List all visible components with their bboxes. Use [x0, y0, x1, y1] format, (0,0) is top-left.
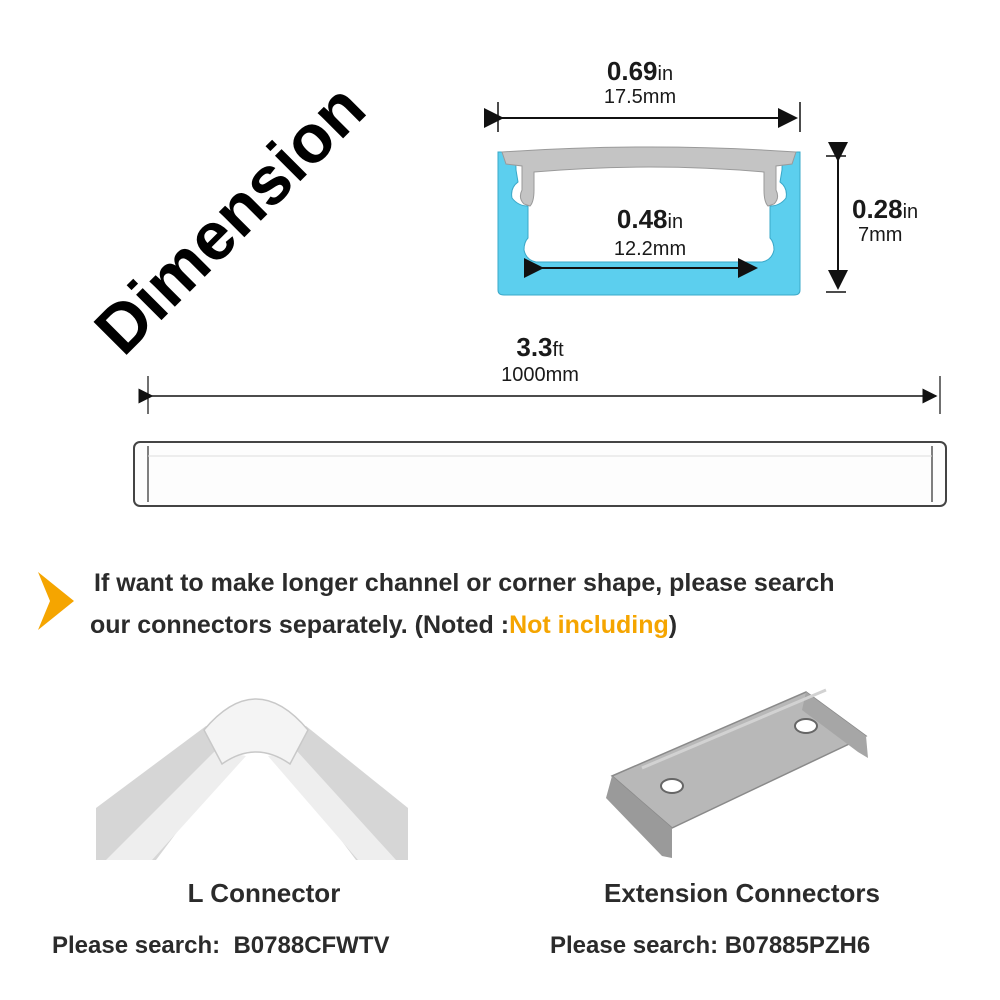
width-mm: 17.5mm: [603, 86, 677, 108]
note-line2: our connectors separately. (Noted :Not i…: [90, 604, 994, 646]
extension-connector-code: B07885PZH6: [724, 932, 871, 959]
width-unit: in: [657, 63, 674, 85]
height-label: 0.28in: [852, 194, 918, 225]
width-value: 0.69: [606, 56, 658, 86]
length-unit: ft: [552, 339, 564, 361]
l-connector-search: Please search: B0788CFWTV: [52, 932, 390, 960]
dimension-title-text: Dimension: [80, 69, 380, 369]
dimension-title: Dimension: [40, 60, 400, 369]
height-value: 0.28: [852, 194, 903, 224]
l-connector-image: [96, 698, 408, 860]
channel-bar: [133, 441, 947, 507]
connector-note: If want to make longer channel or corner…: [90, 562, 994, 646]
extension-connector-side-left: [606, 776, 672, 858]
height-unit: in: [902, 201, 919, 223]
inner-unit: in: [667, 211, 684, 233]
l-connector-corner: [203, 698, 309, 766]
l-connector-code: B0788CFWTV: [233, 932, 390, 959]
l-connector-left-diffuser: [106, 750, 246, 860]
extension-connector-hole-2: [794, 718, 818, 734]
width-label: 0.69in: [560, 56, 720, 87]
length-mm: 1000mm: [501, 364, 579, 386]
note-line2-suffix: ): [668, 611, 678, 639]
l-connector-name: L Connector: [187, 878, 341, 908]
inner-label: 0.48in: [570, 204, 730, 235]
note-highlight: Not including: [509, 611, 669, 639]
extension-connector-search: Please search: B07885PZH6: [550, 932, 870, 960]
extension-connector-side-right: [802, 692, 868, 758]
extension-connector-search-label: Please search:: [550, 932, 719, 959]
inner-value: 0.48: [616, 204, 668, 234]
l-connector-search-label: Please search:: [52, 932, 221, 959]
length-value: 3.3: [516, 332, 553, 362]
cross-section-diagram: [484, 102, 848, 296]
note-line2-prefix: our connectors separately. (Noted :: [90, 611, 510, 639]
extension-connector-name: Extension Connectors: [604, 878, 880, 908]
height-mm: 7mm: [858, 224, 903, 246]
channel-side-view: [133, 376, 947, 507]
extension-connector-image: [606, 688, 868, 858]
inner-mm: 12.2mm: [613, 238, 687, 260]
note-line1: If want to make longer channel or corner…: [94, 569, 835, 597]
extension-connector-hole-1: [660, 778, 684, 794]
l-connector-right-diffuser: [268, 750, 396, 860]
chevron-right-icon: [38, 572, 74, 630]
diffuser-cover: [501, 146, 797, 207]
length-label: 3.3ft: [460, 332, 620, 363]
extension-connector-highlight: [641, 688, 827, 770]
